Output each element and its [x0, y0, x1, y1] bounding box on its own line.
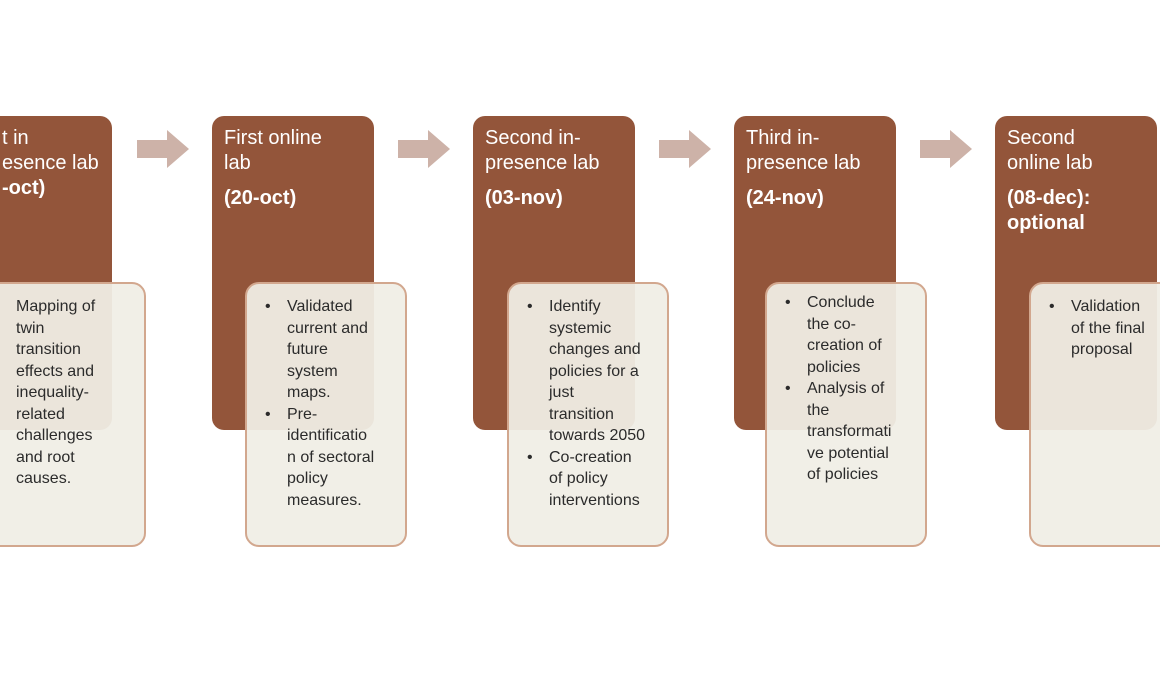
arrow-right-icon [398, 130, 450, 168]
step-3-date: (03-nov) [485, 187, 563, 209]
step-4-title: Third in- presence lab [746, 127, 861, 174]
step-1-bullet-1: Mapping of twin transition effects and i… [0, 296, 136, 490]
step-1-bullet-list: Mapping of twin transition effects and i… [0, 296, 136, 490]
step-3-bullet-2: Co-creation of policy interventions [519, 447, 659, 512]
step-4-details-card: Conclude the co- creation of policies An… [765, 282, 927, 547]
step-4-bullet-2: Analysis of the transformati ve potentia… [777, 378, 917, 486]
step-2-date: (20-oct) [224, 187, 297, 209]
step-1-details-card: Mapping of twin transition effects and i… [0, 282, 146, 547]
step-2-bullet-list: Validated current and future system maps… [257, 296, 397, 511]
step-5-details-card: Validation of the final proposal [1029, 282, 1160, 547]
step-2-bullet-2: Pre- identificatio n of sectoral policy … [257, 404, 397, 512]
step-1-title: t in esence lab [2, 127, 99, 174]
step-3-title: Second in- presence lab [485, 127, 600, 174]
step-5-title: Second online lab [1007, 127, 1093, 174]
step-3-bullet-1: Identify systemic changes and policies f… [519, 296, 659, 447]
step-4-date: (24-nov) [746, 187, 824, 209]
step-5-bullet-list: Validation of the final proposal [1041, 296, 1160, 361]
arrow-right-icon [659, 130, 711, 168]
step-5-date: (08-dec): optional [1007, 187, 1091, 234]
step-2-title: First online lab [224, 127, 322, 174]
step-5-bullet-1: Validation of the final proposal [1041, 296, 1160, 361]
step-4-bullet-1: Conclude the co- creation of policies [777, 292, 917, 378]
step-3-bullet-list: Identify systemic changes and policies f… [519, 296, 659, 511]
step-2-bullet-1: Validated current and future system maps… [257, 296, 397, 404]
arrow-right-icon [137, 130, 189, 168]
arrow-right-icon [920, 130, 972, 168]
step-2-details-card: Validated current and future system maps… [245, 282, 407, 547]
step-1-date: -oct) [2, 177, 46, 199]
step-3-details-card: Identify systemic changes and policies f… [507, 282, 669, 547]
step-4-bullet-list: Conclude the co- creation of policies An… [777, 292, 917, 486]
